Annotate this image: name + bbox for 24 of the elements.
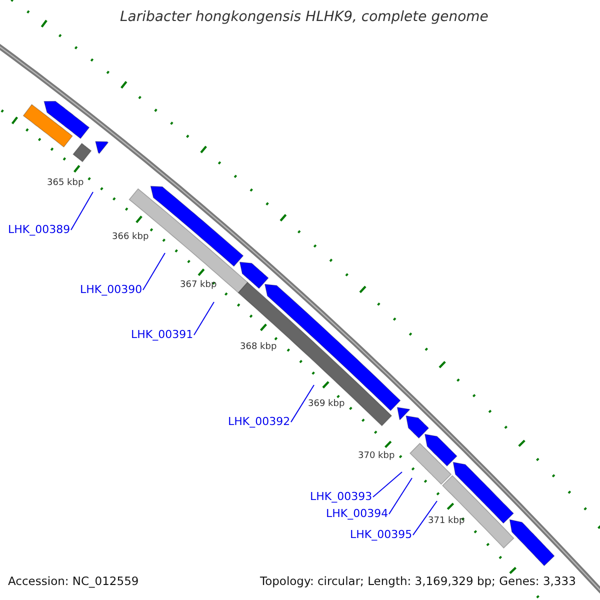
leader-line [412, 500, 438, 536]
scale-label: 365 kbp [47, 179, 84, 188]
gene-label: LHK_00390 [80, 284, 142, 295]
scale-label: 368 kbp [240, 343, 277, 352]
title: Laribacter hongkongensis HLHK9, complete genome [120, 10, 488, 24]
leader-line [70, 192, 94, 231]
gene-label: LHK_00394 [326, 508, 388, 519]
leader-line [290, 384, 314, 423]
scale-label: 367 kbp [180, 281, 217, 290]
leader-line [194, 302, 214, 336]
gene-label: LHK_00392 [228, 416, 290, 427]
scale-label: 371 kbp [428, 517, 465, 526]
gene-label: LHK_00395 [350, 529, 412, 540]
scale-label: 369 kbp [308, 400, 345, 409]
leader-line [372, 472, 402, 498]
gene-label: LHK_00389 [8, 224, 70, 235]
leader-line [388, 478, 412, 515]
gene-label: LHK_00393 [310, 491, 372, 502]
leader-line [142, 252, 166, 291]
footer-text: Topology: circular; Length: 3,169,329 bp; Genes: 3,333 [260, 576, 576, 588]
footer-text: Accession: NC_012559 [8, 576, 139, 588]
scale-label: 370 kbp [358, 452, 395, 461]
gene-label: LHK_00391 [131, 329, 194, 340]
scale-label: 366 kbp [112, 233, 149, 242]
